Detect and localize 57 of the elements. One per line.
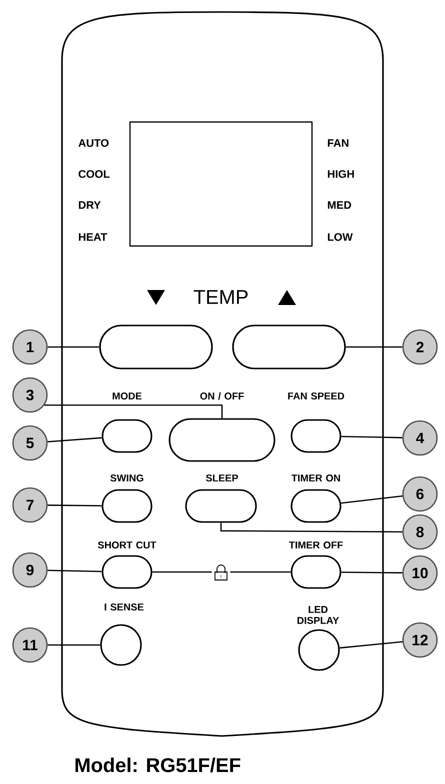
button-label: SLEEP	[206, 474, 238, 482]
leader-line	[48, 346, 100, 348]
leader-line	[341, 572, 402, 574]
caption: Model: RG51F/EF	[76, 758, 240, 772]
button-label: MODE	[112, 392, 142, 400]
leader-line	[346, 346, 402, 348]
callout-number: 10	[402, 555, 438, 591]
leader-line	[48, 437, 102, 442]
callout-number: 6	[402, 476, 438, 512]
button	[232, 324, 346, 370]
button	[99, 324, 213, 370]
button-label: I SENSE	[104, 603, 144, 611]
callout-number: 5	[12, 425, 48, 461]
callout-number: 7	[12, 487, 48, 523]
callout-number: 9	[12, 552, 48, 588]
display-label: LOW	[328, 233, 353, 241]
leader-line	[340, 495, 403, 504]
button	[168, 418, 276, 462]
button-label: TIMER ON	[291, 474, 340, 482]
leader-line	[341, 436, 402, 438]
button-label: SWING	[110, 474, 144, 482]
button-label: FAN SPEED	[288, 392, 344, 400]
display-label: COOL	[78, 170, 110, 178]
button	[185, 489, 257, 523]
display-label: HEAT	[78, 233, 108, 241]
button-label: ON / OFF	[200, 392, 244, 400]
callout-number: 3	[12, 377, 48, 413]
display-label: MED	[328, 201, 352, 209]
callout-number: 12	[402, 622, 438, 658]
button	[290, 489, 342, 523]
callout-number: 2	[402, 329, 438, 365]
display-label: HIGH	[328, 170, 354, 178]
button	[290, 419, 342, 453]
button-label: TIMER OFF	[289, 541, 343, 549]
leader-line	[220, 522, 402, 533]
callout-number: 11	[12, 627, 48, 663]
button-label: LED DISPLAY	[298, 606, 339, 624]
button	[102, 555, 152, 589]
button-label: SHORT CUT	[98, 541, 156, 549]
display-label: AUTO	[78, 139, 109, 147]
leader-line	[48, 644, 100, 646]
button	[102, 419, 152, 453]
callout-number: 4	[402, 420, 438, 456]
leader-line	[340, 641, 402, 649]
button	[290, 555, 342, 589]
connector-line	[152, 571, 291, 573]
callout-number: 1	[12, 329, 48, 365]
leader-line	[48, 504, 102, 506]
button	[102, 489, 152, 523]
display-label: TEMP	[194, 290, 248, 304]
display-label: FAN	[328, 139, 348, 147]
round-button	[298, 629, 340, 671]
display-label: DRY	[78, 201, 101, 209]
leader-line	[48, 570, 102, 572]
round-button	[100, 624, 142, 666]
callout-number: 8	[402, 514, 438, 550]
leader-line	[44, 404, 223, 418]
